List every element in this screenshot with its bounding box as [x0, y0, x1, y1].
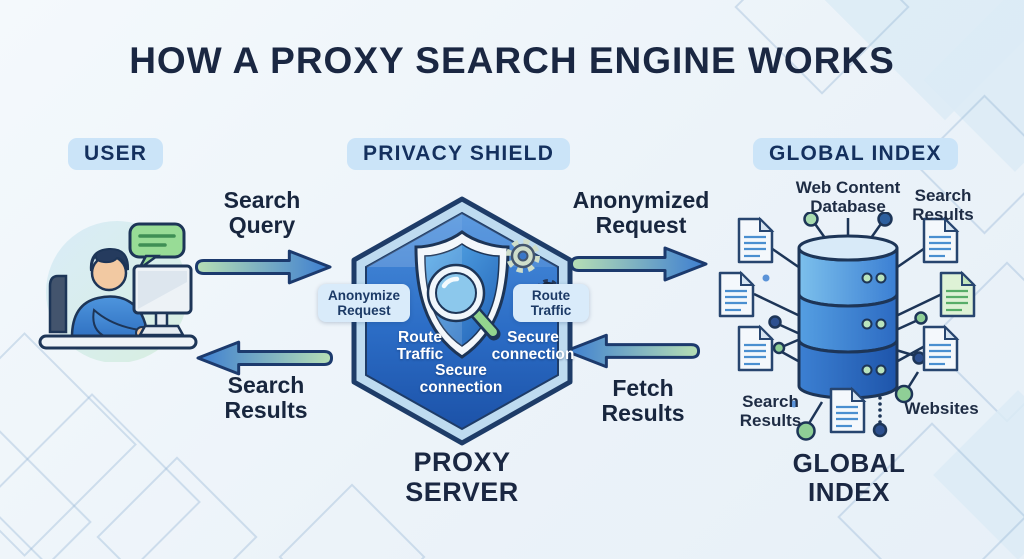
monitor-icon: [132, 264, 193, 337]
desk-icon: [38, 334, 198, 350]
document-icon-green: [939, 270, 977, 318]
search-results-arrow-left-icon: [196, 340, 334, 376]
database-icon: [797, 234, 899, 400]
office-chair-icon: [48, 274, 68, 334]
anonymized-request-label: Anonymized Request: [572, 187, 710, 239]
search-query-label: Search Query: [223, 187, 301, 239]
search-query-arrow-right-icon: [194, 249, 332, 285]
global-index-section-label: GLOBAL INDEX: [753, 138, 958, 170]
search-results-top-label: Search Results: [912, 186, 974, 225]
anonymized-request-arrow-right-icon: [570, 246, 708, 282]
document-icon: [922, 324, 960, 372]
global-index-caption: GLOBAL INDEX: [792, 448, 906, 508]
secure-connection-bottom-label: Secure connection: [419, 362, 503, 397]
search-results-bottom-label: Search Results: [739, 392, 802, 431]
global-index-illustration: [718, 212, 977, 441]
node-circles: [768, 212, 928, 441]
web-content-database-label: Web Content Database: [795, 178, 901, 217]
gear-icon-large: [506, 239, 540, 273]
route-traffic-chip: Route Traffic: [513, 284, 589, 323]
fetch-results-label: Fetch Results: [601, 375, 685, 427]
proxy-server-caption: PROXY SERVER: [405, 447, 519, 508]
document-icon: [718, 270, 756, 318]
search-results-flow-label: Search Results: [224, 372, 308, 424]
secure-connection-right-label: Secure connection: [491, 329, 575, 364]
document-icon: [737, 216, 775, 264]
user-section-label: USER: [68, 138, 164, 170]
anonymize-request-chip: Anonymize Request: [318, 284, 410, 323]
privacy-shield-section-label: PRIVACY SHIELD: [347, 138, 571, 170]
document-icon: [737, 324, 775, 372]
fetch-results-arrow-left-icon: [564, 333, 701, 369]
user-at-computer-illustration: [38, 221, 198, 362]
document-icon: [829, 386, 867, 434]
route-traffic-inner-label: Route Traffic: [396, 329, 444, 364]
page-title: HOW A PROXY SEARCH ENGINE WORKS: [129, 40, 895, 81]
connector-lines: [753, 218, 943, 426]
dotted-connector: [878, 396, 882, 424]
websites-label: Websites: [904, 399, 979, 418]
privacy-shield-hexagon: [351, 196, 573, 446]
magnifier-icon: [426, 263, 501, 341]
document-icon: [922, 216, 960, 264]
